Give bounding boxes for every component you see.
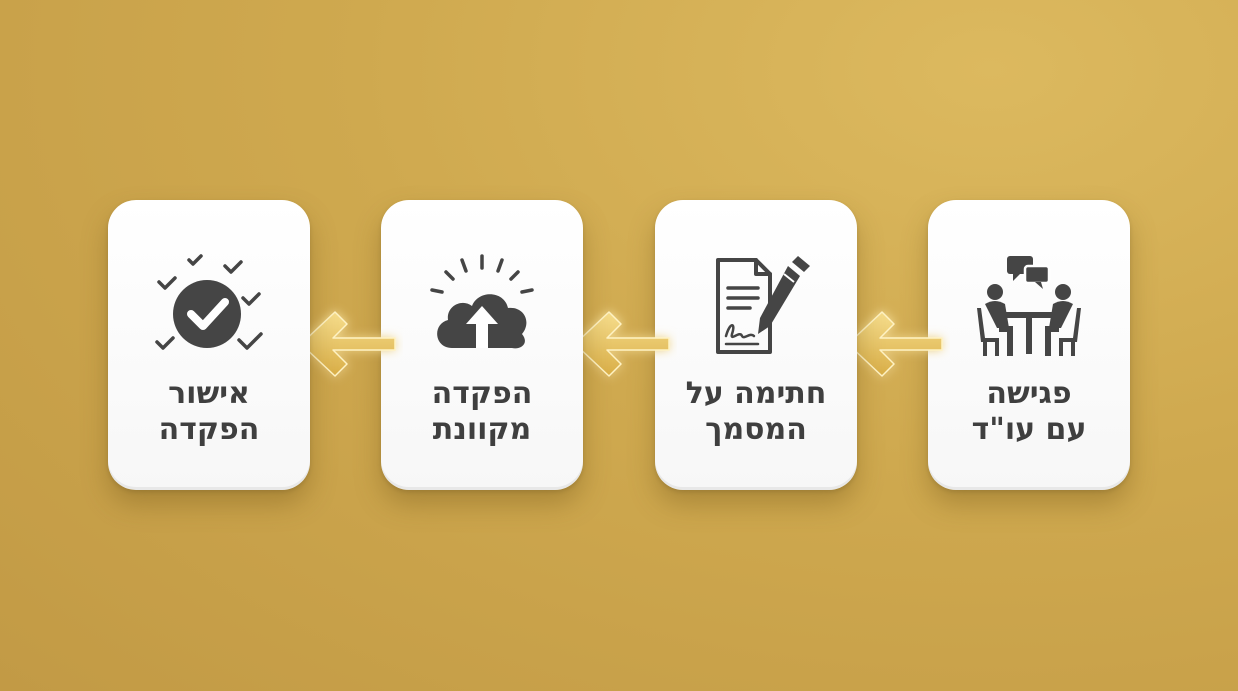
arrow-left-icon xyxy=(300,311,396,377)
signature-document-icon xyxy=(716,256,810,354)
step-label: הפקדה מקוונת xyxy=(431,376,533,447)
step-card-online-deposit: הפקדה מקוונת xyxy=(381,200,583,490)
arrow-left-icon xyxy=(574,311,670,377)
step-card-approval: אישור הפקדה xyxy=(108,200,310,490)
approval-check-icon xyxy=(155,254,263,350)
step-card-meeting: פגישה עם עו"ד xyxy=(928,200,1130,490)
cloud-upload-icon xyxy=(430,254,534,349)
step-card-signature: חתימה על המסמך xyxy=(655,200,857,490)
step-label: חתימה על המסמך xyxy=(685,376,827,447)
step-label: אישור הפקדה xyxy=(158,376,260,447)
step-label: פגישה עם עו"ד xyxy=(971,376,1087,447)
arrow-left-icon xyxy=(847,311,943,377)
meeting-icon xyxy=(977,256,1081,356)
